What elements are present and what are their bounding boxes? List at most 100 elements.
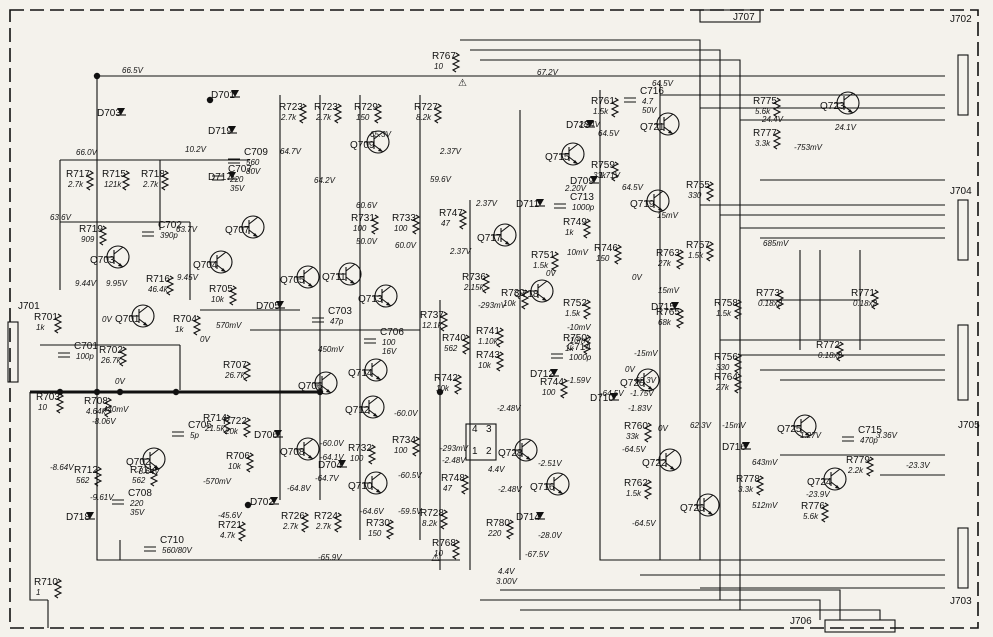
voltage-label: -23.9V <box>806 490 830 499</box>
resistor-value: 1.5k <box>593 107 609 116</box>
diode-d716: D716 <box>722 442 751 453</box>
resistor-ref: R750 <box>563 333 587 344</box>
resistor-ref: R743 <box>476 350 500 361</box>
voltage-label: -64.1V <box>320 453 344 462</box>
capacitor-ref: C705 <box>188 420 212 431</box>
transistor-ref: Q710 <box>348 481 373 492</box>
resistor-value: 3.3k <box>755 139 771 148</box>
resistor-value: 100 <box>542 388 556 397</box>
connector-j703: J703 <box>950 596 972 607</box>
junction-dot <box>244 501 252 509</box>
voltage-label: 60.6V <box>356 201 378 210</box>
diode-ref: D719 <box>208 126 232 137</box>
voltage-label: -59.5V <box>398 507 422 516</box>
resistor-value: 10 <box>434 62 443 71</box>
resistor-value: 2.7k <box>315 113 332 122</box>
resistor-ref: R708 <box>84 396 108 407</box>
diode-d718: D718 <box>66 512 95 523</box>
resistor-ref: R703 <box>36 392 60 403</box>
voltage-label: -9.61V <box>90 493 114 502</box>
resistor-value: 46.4k <box>148 285 169 294</box>
voltage-label: 3.36V <box>876 431 898 440</box>
resistor-value: 1.10k <box>478 337 499 346</box>
capacitor-ref: C713 <box>570 192 594 203</box>
voltage-label: 10.2V <box>185 145 207 154</box>
junction-dot <box>56 388 64 396</box>
resistor-ref: R711 <box>130 465 154 476</box>
resistor-value: 33k <box>593 171 607 180</box>
diode-d713: D713 <box>566 120 595 131</box>
resistor-value: 10 <box>38 403 47 412</box>
transistor-q716: Q716 <box>530 472 570 496</box>
transistor-q723: Q723 <box>820 91 860 115</box>
voltage-label: 4.4V <box>488 465 505 474</box>
resistor-value: 5.6k <box>803 512 819 521</box>
resistor-value: 2.7k <box>280 113 297 122</box>
resistor-value: 150 <box>356 113 370 122</box>
voltage-label: -60.0V <box>394 409 418 418</box>
resistor-ref: R746 <box>594 243 618 254</box>
resistor-layer: R7172.7kR715121kR7182.7kR719909R71646.4k… <box>34 51 880 599</box>
resistor-value: 10k <box>211 295 225 304</box>
transistor-q708: Q708 <box>280 437 320 461</box>
voltage-label: 0V <box>546 269 556 278</box>
voltage-label: 685mV <box>763 239 789 248</box>
connector-j705: J705 <box>958 420 980 431</box>
resistor-ref: R734 <box>392 435 416 446</box>
transistor-q704: Q704 <box>193 250 233 274</box>
voltage-label: -2.48V <box>498 485 522 494</box>
voltage-label: 64.5V <box>622 183 644 192</box>
transistor-q725: Q725 <box>777 414 817 438</box>
resistor-value: 150 <box>596 254 610 263</box>
transistor-ref: Q701 <box>115 314 140 325</box>
voltage-label: 63.6V <box>50 213 72 222</box>
resistor-value: 68k <box>658 318 672 327</box>
resistor-value: 1.5k <box>565 309 581 318</box>
resistor-value: 4.7k <box>220 531 236 540</box>
resistor-value: 330 <box>716 363 730 372</box>
voltage-label: 0V <box>625 365 635 374</box>
capacitor-ref: C703 <box>328 306 352 317</box>
resistor-value: 562 <box>76 476 90 485</box>
voltage-label: 28.4V <box>578 120 601 129</box>
resistor-ref: R707 <box>223 360 247 371</box>
transistor-ref: Q726 <box>680 503 705 514</box>
transistor-q707: Q707 <box>225 215 265 239</box>
voltage-label: 0V <box>102 315 112 324</box>
capacitor-ref: C707 <box>228 164 252 175</box>
wiring <box>29 39 945 628</box>
resistor-ref: R716 <box>146 274 170 285</box>
diode-d706: D706 <box>254 430 283 441</box>
resistor-ref: R768 <box>432 538 456 549</box>
resistor-ref: R759 <box>591 160 615 171</box>
resistor-ref: R773 <box>756 288 780 299</box>
transistor-q718: Q718 <box>514 279 554 303</box>
voltage-label: 0V <box>658 424 668 433</box>
transistor-ref: Q705 <box>280 275 305 286</box>
capacitor-value: 1000p <box>569 353 592 362</box>
resistor-ref: R771 <box>851 288 875 299</box>
resistor-ref: R744 <box>540 377 564 388</box>
diode-d702: D702 <box>250 497 279 508</box>
transistor-ref: Q717 <box>477 233 502 244</box>
transistor-ref: Q703 <box>90 255 115 266</box>
transistor-ref: Q716 <box>530 482 555 493</box>
capacitor-value: 5p <box>190 431 199 440</box>
resistor-ref: R727 <box>414 102 438 113</box>
